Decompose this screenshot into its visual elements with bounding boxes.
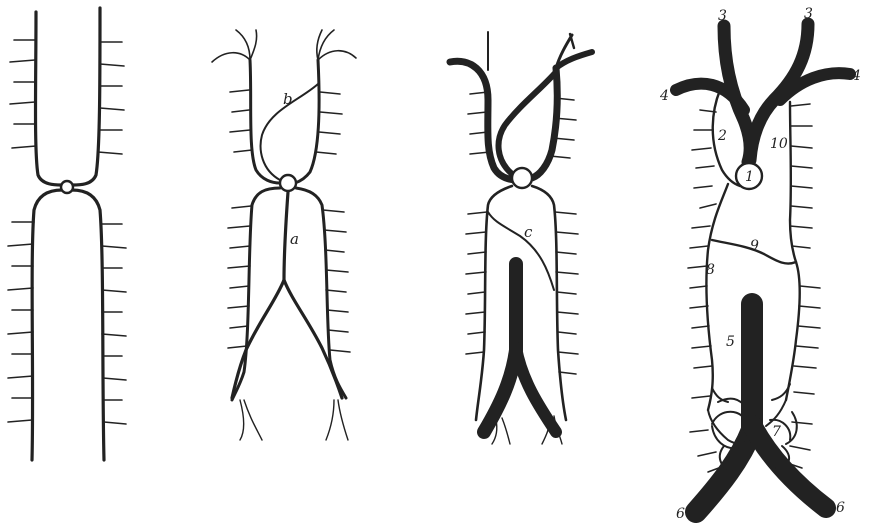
fig2-right-lower-vein (296, 188, 346, 398)
fig1-heart (61, 181, 73, 193)
fig1-left-upper-vein (36, 12, 63, 185)
figure-4: 3 3 4 4 2 10 1 9 8 5 7 6 6 (659, 6, 861, 522)
figure-3: c (450, 32, 592, 444)
label-9: 9 (750, 238, 759, 254)
label-3-right: 3 (804, 6, 813, 22)
label-5: 5 (726, 334, 735, 350)
figure-1 (8, 8, 126, 460)
fig3-right-lower-vein (532, 186, 566, 420)
label-c: c (524, 223, 533, 241)
fig4-left-lower-vein-8 (706, 184, 728, 410)
label-a: a (290, 230, 299, 248)
label-1: 1 (745, 169, 754, 185)
label-4-right: 4 (851, 68, 861, 84)
fig2-heart (280, 175, 296, 191)
label-4-left: 4 (659, 88, 669, 104)
label-8: 8 (706, 262, 715, 278)
figure-2: b a (212, 30, 356, 440)
label-6-right: 6 (836, 500, 845, 516)
fig3-heart (512, 168, 532, 188)
fig1-right-lower-vein (72, 190, 104, 460)
fig1-right-upper-vein (72, 8, 100, 185)
label-2: 2 (717, 128, 727, 144)
label-b: b (283, 90, 293, 108)
fig4-inferior-vena-cava (696, 304, 752, 512)
fig2-right-upper-vein (295, 60, 319, 183)
label-10: 10 (770, 136, 788, 152)
fig2-ticks (228, 90, 350, 352)
label-7: 7 (772, 424, 781, 440)
label-6-left: 6 (676, 506, 685, 522)
fig1-left-lower-vein (32, 190, 62, 460)
label-3-left: 3 (718, 8, 727, 24)
fig1-ticks (8, 40, 126, 424)
fig2-central-vein-a (232, 192, 288, 398)
